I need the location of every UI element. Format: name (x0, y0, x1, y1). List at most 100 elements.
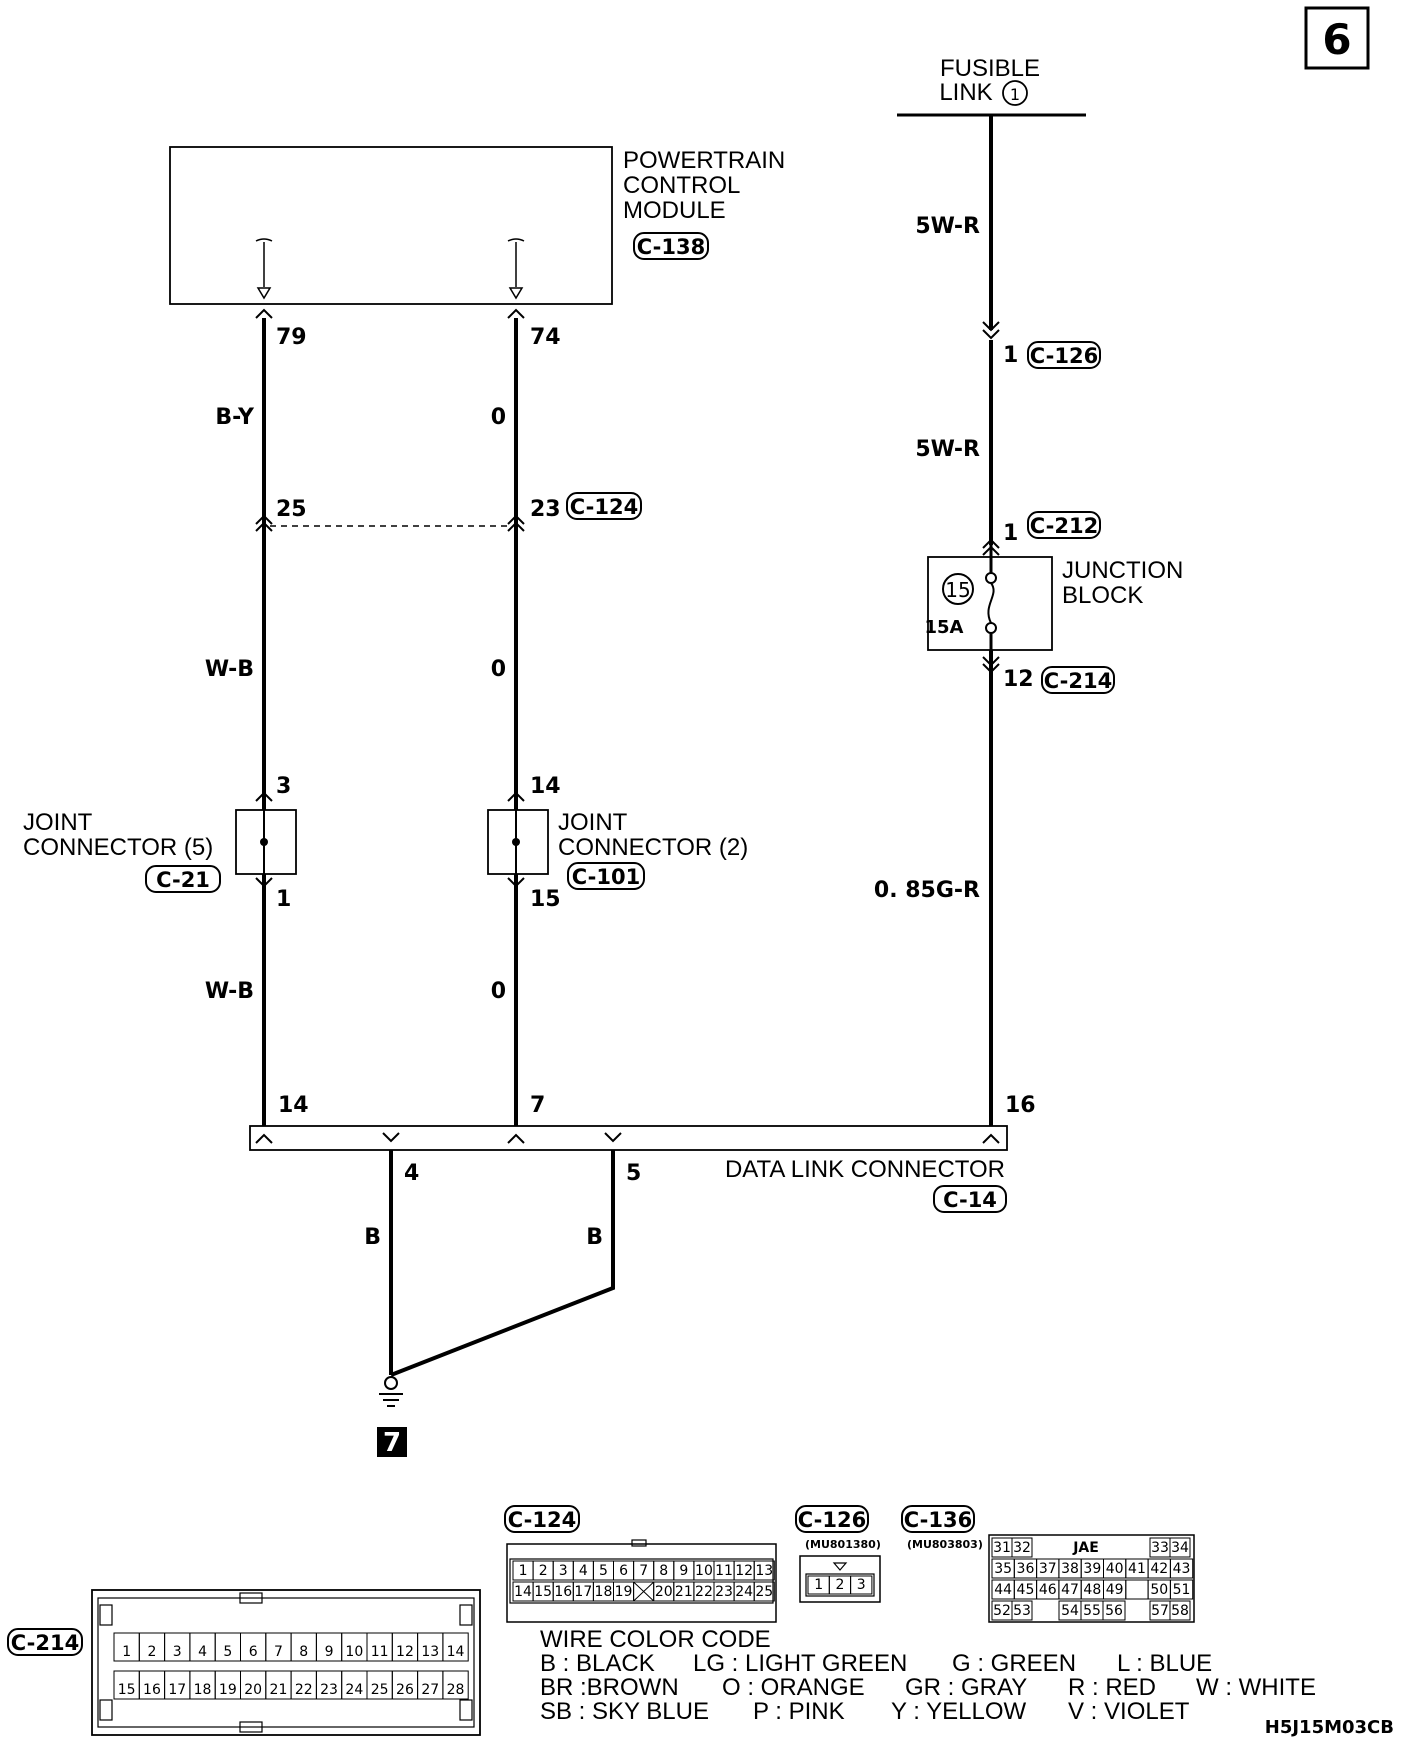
page-number-box: 6 (1304, 6, 1370, 70)
c136-pin-51: 51 (1173, 1582, 1191, 1598)
c136-pin-47: 47 (1061, 1582, 1079, 1598)
c136-pin-46: 46 (1039, 1582, 1057, 1598)
pin-3: 3 (276, 774, 291, 799)
c124-pin-11: 11 (715, 1563, 733, 1579)
wire-label-5wr-top: 5W-R (915, 214, 980, 239)
connector-ref-c124-wire: C-124 (566, 492, 642, 520)
c136-pin-35: 35 (994, 1561, 1012, 1577)
c124-pin-8: 8 (659, 1563, 668, 1579)
c136-cell (1169, 1579, 1194, 1600)
joint2-label-2: CONNECTOR (2) (558, 834, 748, 861)
c214-pin-14: 14 (447, 1644, 465, 1660)
pin-14-dlc: 14 (278, 1093, 309, 1118)
c124-pin-25: 25 (755, 1584, 773, 1600)
pin-14-c101: 14 (530, 774, 561, 799)
c214-pin-12: 12 (396, 1644, 414, 1660)
pin-15: 15 (530, 887, 561, 912)
figure-code: H5J15M03CB (1265, 1717, 1394, 1738)
connector-ref-c212: C-212 (1027, 511, 1101, 539)
c214-pin-22: 22 (295, 1682, 313, 1698)
c136-cell (1011, 1537, 1033, 1558)
pin-7: 7 (530, 1093, 545, 1118)
c136-pin-53: 53 (1013, 1603, 1031, 1619)
c124-pin-1: 1 (519, 1563, 528, 1579)
ground-wires (389, 1150, 615, 1377)
fuse-number: 15 (945, 578, 970, 602)
pin-23: 23 (530, 497, 561, 522)
wire-color-code: WIRE COLOR CODE B : BLACK LG : LIGHT GRE… (540, 1626, 1316, 1725)
c136-pin-56: 56 (1105, 1603, 1123, 1619)
c136-jae: JAE (1072, 1540, 1099, 1556)
c136-cell (1125, 1579, 1149, 1600)
connector-ref-c126: C-126 (1027, 341, 1101, 369)
svg-text:SB : SKY BLUE: SB : SKY BLUE (540, 1698, 709, 1725)
c214-pin-6: 6 (249, 1644, 258, 1660)
svg-text:L : BLUE: L : BLUE (1117, 1650, 1212, 1677)
junction-block: 15 15A (925, 545, 1053, 651)
c136-pin-42: 42 (1150, 1561, 1168, 1577)
fusible-link-number: 1 (1010, 85, 1020, 104)
joint5-label-2: CONNECTOR (5) (23, 834, 213, 861)
c126-pin-2: 2 (835, 1577, 844, 1593)
c214-pin-17: 17 (168, 1682, 186, 1698)
c214-pin-21: 21 (270, 1682, 288, 1698)
wire-label-wb-2: W-B (205, 979, 254, 1004)
junction-block-label-1: JUNCTION (1062, 557, 1183, 584)
c214-pin-16: 16 (143, 1682, 161, 1698)
pin-4: 4 (404, 1161, 419, 1186)
pcm-label-3: MODULE (623, 197, 726, 224)
c214-pin-20: 20 (244, 1682, 262, 1698)
c214-pin-5: 5 (223, 1644, 232, 1660)
svg-text:C-212: C-212 (1030, 514, 1098, 538)
c136-pin-36: 36 (1017, 1561, 1035, 1577)
svg-text:B : BLACK: B : BLACK (540, 1650, 655, 1677)
svg-text:O : ORANGE: O : ORANGE (722, 1674, 865, 1701)
wire-label-wb-1: W-B (205, 657, 254, 682)
wire-label-o-3: 0 (491, 979, 506, 1004)
fusible-link-number-circle (1002, 80, 1028, 106)
c124-view-label: C-124 (508, 1508, 576, 1532)
c136-part-number: (MU803803) (907, 1538, 983, 1551)
c214-cell (442, 1632, 469, 1662)
svg-text:V : VIOLET: V : VIOLET (1068, 1698, 1190, 1725)
c214-pin-27: 27 (421, 1682, 439, 1698)
connector-ref-c21: C-21 (145, 865, 221, 893)
c214-view-label: C-214 (11, 1631, 79, 1655)
pcm-label-1: POWERTRAIN (623, 147, 785, 174)
junction-block-label-2: BLOCK (1062, 582, 1143, 609)
svg-text:C-126: C-126 (1030, 344, 1098, 368)
c136-pin-41: 41 (1128, 1561, 1146, 1577)
fuse-rating: 15A (925, 617, 964, 638)
c126-cell (850, 1575, 873, 1595)
c214-pin-1: 1 (122, 1644, 131, 1660)
pin-25: 25 (276, 497, 307, 522)
c136-cell (1169, 1537, 1191, 1558)
c214-pin-24: 24 (345, 1682, 363, 1698)
svg-text:W : WHITE: W : WHITE (1196, 1674, 1316, 1701)
wire-label-b-1: B (364, 1225, 381, 1250)
c124-pin-10: 10 (695, 1563, 713, 1579)
wire-label-085gr: 0. 85G-R (874, 878, 980, 903)
fusible-link-label-1: FUSIBLE (940, 55, 1040, 82)
svg-text:7: 7 (383, 1428, 401, 1458)
c136-pin-44: 44 (994, 1582, 1012, 1598)
svg-text:R : RED: R : RED (1068, 1674, 1156, 1701)
pin-1-c21: 1 (276, 887, 291, 912)
c136-pin-58: 58 (1171, 1603, 1189, 1619)
c126-pin-3: 3 (857, 1577, 866, 1593)
svg-text:G : GREEN: G : GREEN (952, 1650, 1076, 1677)
dlc-label: DATA LINK CONNECTOR (725, 1156, 1005, 1183)
svg-text:C-101: C-101 (572, 865, 640, 889)
ground-reference-badge: 7 (377, 1427, 407, 1458)
pin-79: 79 (276, 325, 307, 350)
c124-cell (753, 1560, 775, 1581)
c214-pin-4: 4 (198, 1644, 207, 1660)
connector-ref-c214-wire: C-214 (1041, 666, 1115, 694)
joint5-label-1: JOINT (23, 809, 93, 836)
c136-view-label: C-136 (904, 1508, 972, 1532)
connector-marks-left-mid (255, 308, 525, 888)
c136-pin-31: 31 (993, 1540, 1011, 1556)
c136-pin-55: 55 (1083, 1603, 1101, 1619)
fusible-link-label-2: LINK (939, 79, 992, 106)
